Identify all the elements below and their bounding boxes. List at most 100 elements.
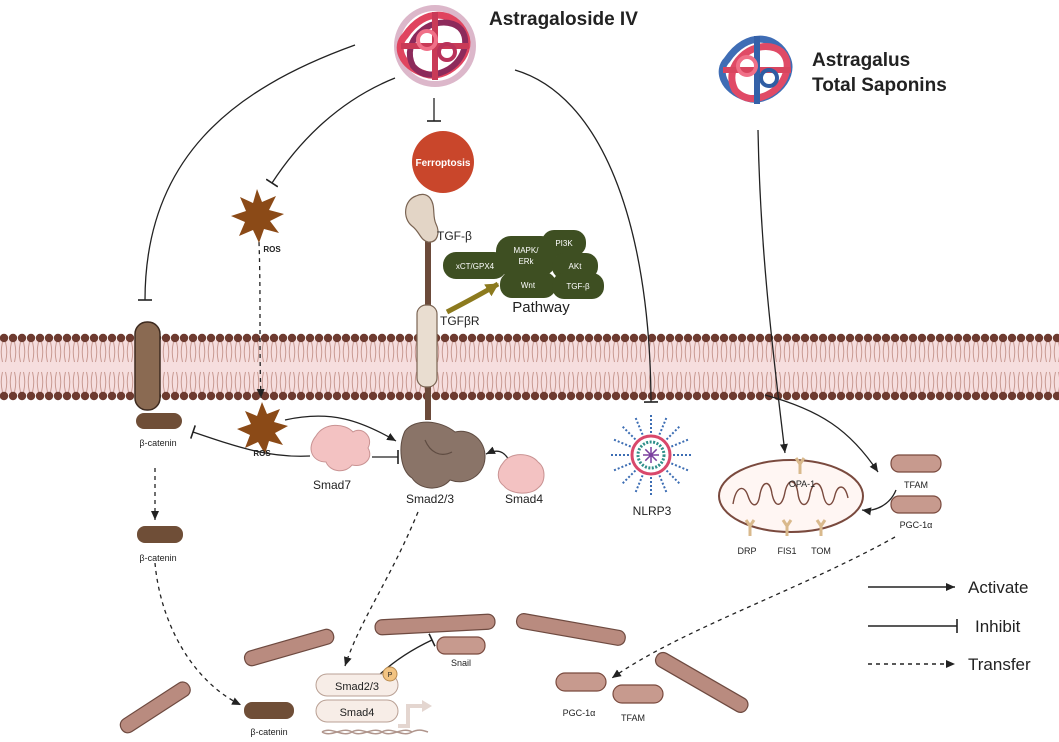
lipid-head <box>602 333 612 343</box>
lipid-head <box>557 391 567 401</box>
lipid-tail <box>63 341 71 363</box>
lipid-tail <box>45 371 53 393</box>
pathway-label-wnt: Wnt <box>521 281 536 290</box>
lipid-tail <box>792 341 800 363</box>
lipid-head <box>620 391 630 401</box>
lipid-head <box>656 333 666 343</box>
lipid-head <box>170 391 180 401</box>
lipid-tail <box>927 371 935 393</box>
lipid-tail <box>171 371 179 393</box>
lipid-tail <box>504 371 512 393</box>
lipid-tail <box>729 341 737 363</box>
ferroptosis-node: Ferroptosis <box>412 131 474 193</box>
mitochondrion-icon <box>718 459 864 533</box>
lipid-tail <box>720 341 728 363</box>
lipid-tail <box>180 371 188 393</box>
lipid-head <box>35 391 45 401</box>
lipid-head <box>224 391 234 401</box>
lipid-head <box>629 391 639 401</box>
lipid-head <box>548 333 558 343</box>
nlrp3-core <box>643 447 659 463</box>
lipid-head <box>638 391 648 401</box>
lipid-head <box>800 333 810 343</box>
lipid-tail <box>612 371 620 393</box>
lipid-tail <box>396 371 404 393</box>
lipid-tail <box>369 371 377 393</box>
lipid-head <box>386 333 396 343</box>
lipid-head <box>989 391 999 401</box>
lipid-tail <box>954 341 962 363</box>
lipid-tail <box>585 341 593 363</box>
lipid-head <box>962 391 972 401</box>
lipid-tail <box>657 371 665 393</box>
nucleus-snail: Snail <box>436 636 486 668</box>
lipid-head <box>1052 391 1059 401</box>
lipid-tail <box>180 341 188 363</box>
lipid-tail <box>351 371 359 393</box>
tfam-cyto-label: TFAM <box>904 480 928 490</box>
lipid-head <box>791 391 801 401</box>
lipid-head <box>287 391 297 401</box>
inhibit-line-astragaloside-beta-catenin <box>137 44 356 301</box>
lipid-head <box>521 391 531 401</box>
lipid-tail <box>549 371 557 393</box>
lipid-head <box>602 391 612 401</box>
lipid-tail <box>711 371 719 393</box>
smad4-protein: Smad4 <box>497 454 545 506</box>
lipid-head <box>80 333 90 343</box>
lipid-head <box>629 333 639 343</box>
saponins-label-line2: Total Saponins <box>812 75 947 96</box>
lipid-tail <box>540 341 548 363</box>
lipid-head <box>386 391 396 401</box>
lipid-tail <box>1026 341 1034 363</box>
lipid-tail <box>819 371 827 393</box>
lipid-tail <box>108 341 116 363</box>
lipid-head <box>341 391 351 401</box>
lipid-tail <box>90 341 98 363</box>
lipid-head <box>71 333 81 343</box>
lipid-tail <box>450 371 458 393</box>
inhibit-line-astragaloside-ros <box>265 77 396 188</box>
nuclear-envelope <box>119 613 749 734</box>
beta-catenin-membrane-label: β-catenin <box>139 438 176 448</box>
lipid-tail <box>270 341 278 363</box>
legend: Activate Inhibit Transfer <box>868 578 1031 674</box>
lipid-tail <box>333 371 341 393</box>
lipid-tail <box>261 341 269 363</box>
transcription-arrow-icon <box>398 704 425 728</box>
inhibit-line-smad7-beta-catenin <box>189 425 311 457</box>
nucleus-smad4-label: Smad4 <box>340 707 375 719</box>
lipid-tail <box>567 341 575 363</box>
lipid-tail <box>855 341 863 363</box>
nucleus-smad-complex: Smad2/3 Smad4 P <box>315 666 432 735</box>
lipid-head <box>107 391 117 401</box>
lipid-head <box>350 333 360 343</box>
lipid-head <box>1016 391 1026 401</box>
lipid-head <box>980 391 990 401</box>
pathway-node-wnt <box>500 272 556 298</box>
lipid-tail <box>99 341 107 363</box>
membrane-lipid-heads <box>0 333 1059 401</box>
smad4-label: Smad4 <box>505 492 543 506</box>
lipid-head <box>971 333 981 343</box>
lipid-head <box>944 391 954 401</box>
smad7-label: Smad7 <box>313 478 351 492</box>
lipid-head <box>755 391 765 401</box>
lipid-head <box>953 333 963 343</box>
smad23-label: Smad2/3 <box>406 492 454 506</box>
nucleus-beta-catenin: β-catenin <box>244 702 294 737</box>
pathway-node-tgfb <box>552 273 604 299</box>
lipid-head <box>584 391 594 401</box>
lipid-tail <box>99 371 107 393</box>
pathway-label-tgfb: TGF-β <box>566 282 590 291</box>
lipid-head <box>881 333 891 343</box>
lipid-tail <box>693 341 701 363</box>
inhibit-line-astragaloside-nlrp3 <box>514 69 659 403</box>
lipid-tail <box>990 371 998 393</box>
lipid-head <box>854 391 864 401</box>
transcription-arrowhead <box>422 700 432 712</box>
pathway-label: Pathway <box>512 299 570 316</box>
lipid-tail <box>576 341 584 363</box>
lipid-tail <box>837 341 845 363</box>
lipid-head <box>323 333 333 343</box>
